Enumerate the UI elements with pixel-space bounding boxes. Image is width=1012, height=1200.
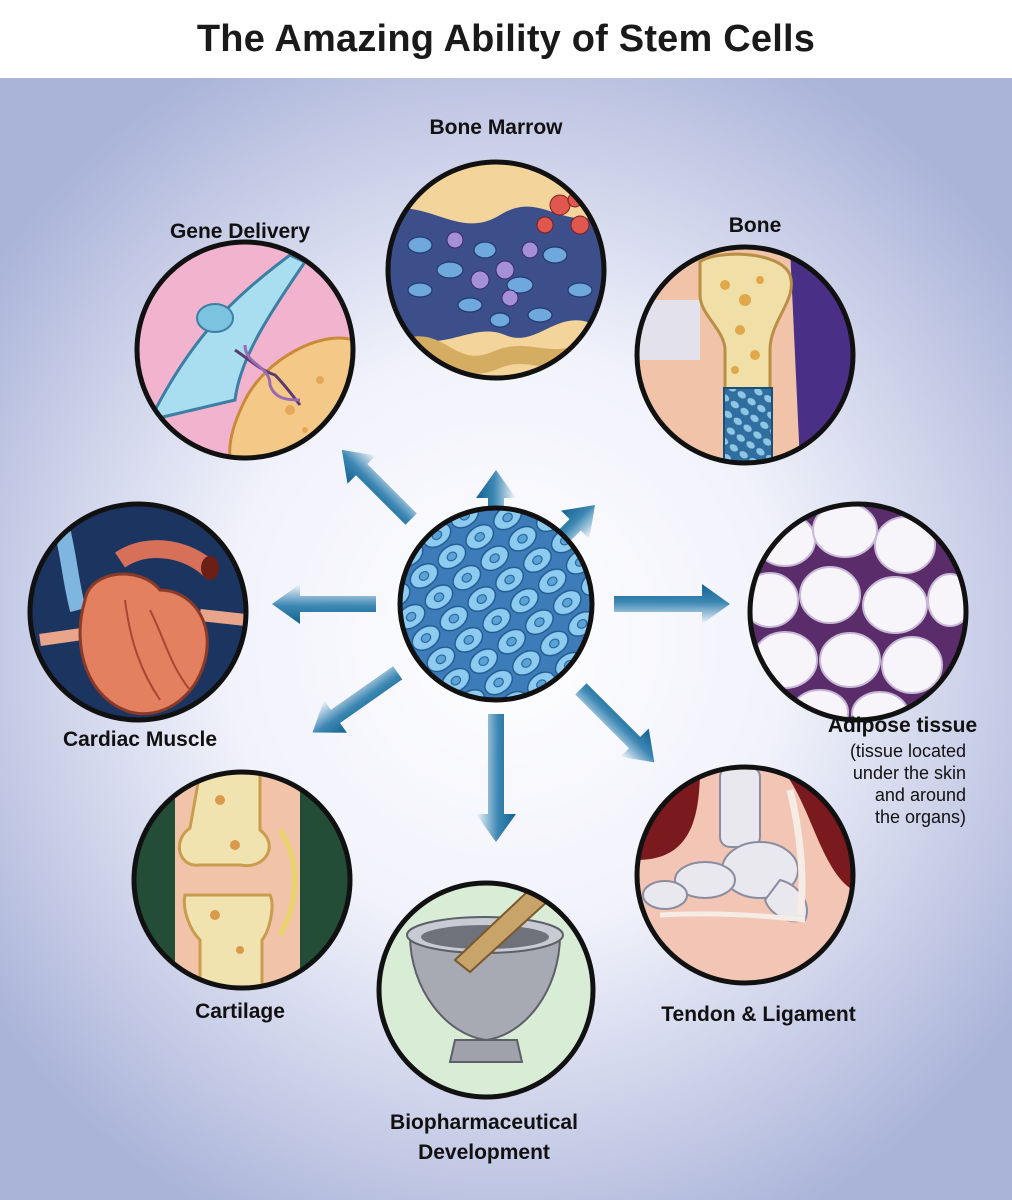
arrow-to-biopharma	[476, 714, 516, 842]
label-biopharma-line-2: Development	[418, 1141, 550, 1164]
label-gene: Gene Delivery	[169, 220, 311, 243]
arrow-to-gene	[341, 449, 417, 525]
bone-marrow-icon	[385, 159, 607, 381]
knee-joint-icon	[131, 769, 353, 991]
adipose-note: (tissue located under the skin and aroun…	[766, 740, 966, 828]
label-adipose: Adipose tissue	[827, 714, 978, 737]
diagram-panel: Bone Marrow Bone Adipose tissue (tissue …	[0, 78, 1012, 1200]
dna-cell-icon	[134, 239, 356, 461]
ankle-tendon-icon	[634, 764, 856, 986]
arrow-to-cardiac	[272, 584, 376, 624]
label-bone: Bone	[728, 214, 782, 237]
label-biopharma-line-1: Biopharmaceutical	[390, 1111, 578, 1134]
adipose-note-line-3: and around	[874, 785, 966, 805]
page-title: The Amazing Ability of Stem Cells	[196, 17, 816, 60]
label-bone-marrow: Bone Marrow	[429, 116, 563, 139]
bone-icon	[634, 244, 856, 466]
adipose-note-line-1: (tissue located	[849, 741, 966, 761]
fat-cells-icon	[747, 501, 969, 723]
stem-cell-tissue-icon	[397, 505, 595, 703]
arrow-to-cartilage	[312, 666, 403, 733]
heart-icon	[27, 501, 249, 723]
label-cartilage: Cartilage	[195, 1000, 285, 1023]
label-cardiac: Cardiac Muscle	[62, 728, 218, 751]
arrow-to-adipose	[614, 584, 730, 624]
adipose-note-line-2: under the skin	[852, 763, 966, 783]
adipose-note-line-4: the organs)	[874, 807, 966, 827]
mortar-pestle-icon	[376, 880, 596, 1100]
diagram-canvas	[27, 159, 969, 1100]
arrow-to-tendon	[575, 683, 655, 763]
label-tendon: Tendon & Ligament	[661, 1003, 856, 1026]
